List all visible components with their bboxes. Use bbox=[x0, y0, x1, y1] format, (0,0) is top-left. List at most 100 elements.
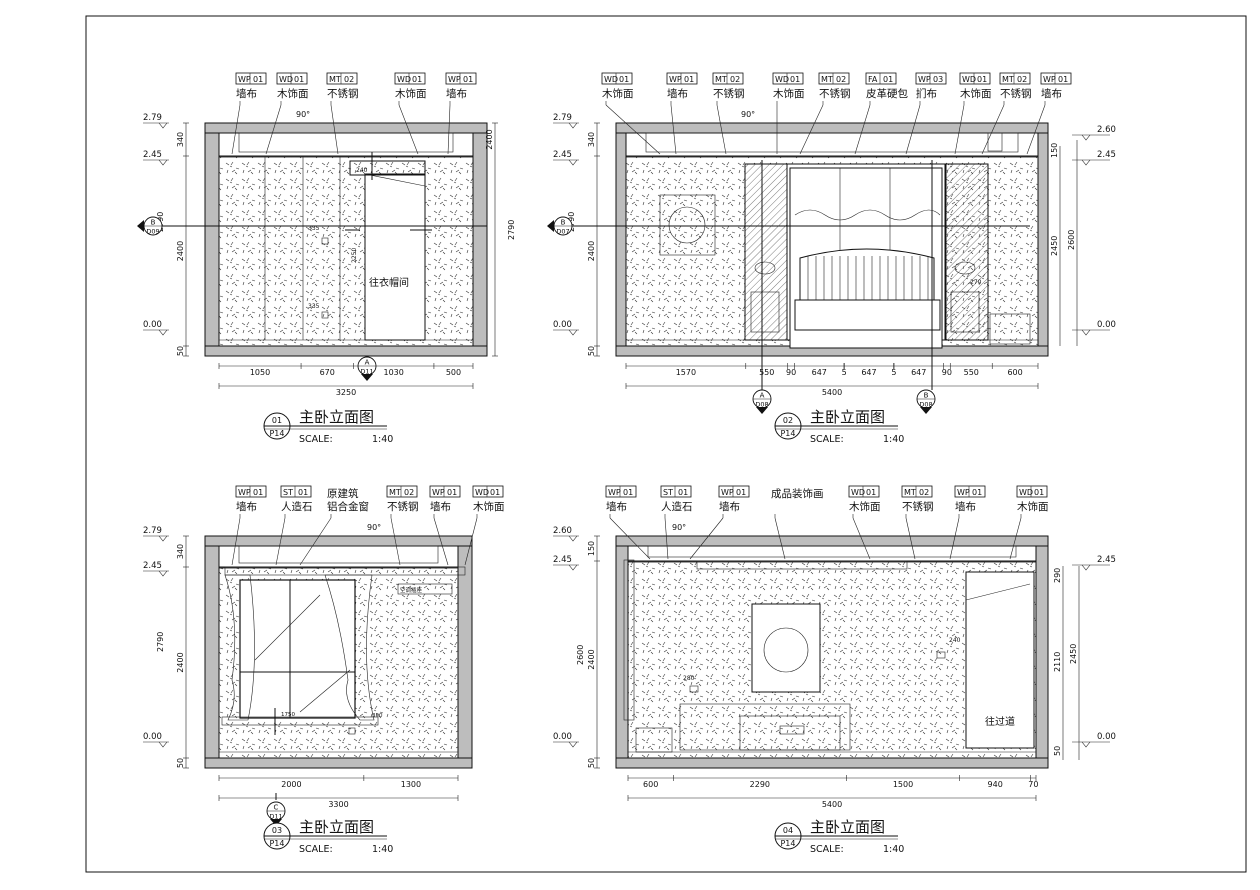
material-label: 墙布 bbox=[606, 500, 627, 513]
material-code: WP bbox=[1043, 75, 1056, 84]
leader-line bbox=[330, 104, 339, 155]
leader-line bbox=[398, 104, 419, 155]
page-number: P14 bbox=[780, 839, 795, 848]
material-code-box bbox=[818, 72, 850, 85]
leader-line bbox=[905, 104, 921, 155]
dimension-value: 2400 bbox=[176, 652, 185, 672]
material-number: 01 bbox=[790, 75, 800, 84]
level-mark: 0.00 bbox=[1072, 732, 1116, 748]
level-triangle bbox=[158, 122, 168, 129]
leader-line bbox=[275, 517, 286, 566]
socket-icon bbox=[321, 311, 329, 319]
wall-finish-panel bbox=[218, 156, 474, 347]
material-code: WP bbox=[608, 488, 621, 497]
material-code-box bbox=[429, 485, 461, 498]
level-mark: 0.00 bbox=[553, 732, 579, 748]
dimension-value: 2450 bbox=[1069, 644, 1078, 664]
level-mark: 2.60 bbox=[1072, 125, 1116, 141]
material-label: 木饰面 bbox=[773, 87, 805, 100]
dimension-value: 670 bbox=[320, 368, 335, 377]
section-arrow bbox=[756, 407, 768, 414]
level-value: 0.00 bbox=[1097, 320, 1116, 330]
drawer-handle bbox=[779, 725, 805, 735]
dimension-value: 1300 bbox=[401, 780, 421, 789]
material-number: 01 bbox=[253, 488, 263, 497]
leader-line bbox=[447, 104, 451, 155]
material-code: MT bbox=[1002, 75, 1014, 84]
right-wall bbox=[1035, 535, 1049, 769]
material-code-box bbox=[660, 485, 692, 498]
level-value: 0.00 bbox=[143, 732, 162, 742]
ceiling-trough bbox=[696, 560, 908, 570]
level-mark: 2.79 bbox=[553, 113, 579, 129]
dimension-value: 2600 bbox=[1067, 230, 1076, 250]
material-code-box bbox=[605, 485, 637, 498]
dimension-value: 2400 bbox=[587, 241, 596, 261]
section-sheet: D08 bbox=[919, 401, 932, 409]
socket-icon bbox=[348, 727, 356, 735]
material-code: WP bbox=[238, 488, 251, 497]
section-letter: B bbox=[924, 392, 929, 400]
material-number: 01 bbox=[1058, 75, 1068, 84]
level-value: 2.60 bbox=[1097, 125, 1116, 135]
material-label: 墙布 bbox=[667, 87, 688, 100]
level-value: 2.45 bbox=[143, 561, 162, 571]
leader-line bbox=[265, 104, 282, 155]
angle-note: 90° bbox=[367, 523, 381, 532]
angle-note: 90° bbox=[672, 523, 686, 532]
window-frame bbox=[239, 579, 356, 719]
level-value: 2.45 bbox=[1097, 555, 1116, 565]
material-label: 木饰面 bbox=[473, 500, 505, 513]
material-label: 不锈钢 bbox=[387, 500, 419, 513]
material-number: 01 bbox=[972, 488, 982, 497]
level-value: 0.00 bbox=[553, 732, 572, 742]
material-code: WD bbox=[1019, 488, 1033, 497]
headboard bbox=[799, 248, 935, 301]
material-label: 人造石 bbox=[661, 500, 693, 513]
glass-reflection bbox=[254, 594, 321, 661]
level-value: 2.45 bbox=[143, 150, 162, 160]
landscape-mural bbox=[794, 209, 941, 221]
dimension-value: 647 bbox=[911, 368, 926, 377]
material-code: WP bbox=[918, 75, 931, 84]
drawing-number: 03 bbox=[272, 826, 282, 835]
page-number: P14 bbox=[269, 429, 284, 438]
leader-line bbox=[689, 517, 724, 560]
material-code: WP bbox=[238, 75, 251, 84]
material-code: MT bbox=[821, 75, 833, 84]
section-arrow bbox=[361, 374, 373, 381]
dimension-value: 70 bbox=[1028, 780, 1038, 789]
material-number: 03 bbox=[933, 75, 943, 84]
dimension-value: 600 bbox=[643, 780, 658, 789]
level-mark: 2.45 bbox=[143, 561, 169, 577]
material-number: 01 bbox=[298, 488, 308, 497]
door-header bbox=[349, 160, 426, 176]
dimension-value: 150 bbox=[587, 541, 596, 556]
dimension-value: 1050 bbox=[250, 368, 270, 377]
material-code: WP bbox=[957, 488, 970, 497]
decorative-painting bbox=[751, 603, 821, 693]
section-arrow bbox=[547, 220, 554, 232]
material-label: 铝合金窗 bbox=[327, 500, 369, 513]
section-arrow bbox=[137, 220, 144, 232]
level-mark: 0.00 bbox=[143, 320, 169, 336]
leader-line bbox=[981, 104, 1005, 155]
door-swing bbox=[965, 583, 1031, 601]
material-number: 01 bbox=[294, 75, 304, 84]
material-code: MT bbox=[715, 75, 727, 84]
dim-note: 240 bbox=[356, 167, 368, 174]
drawing-number: 04 bbox=[783, 826, 793, 835]
leader-line bbox=[609, 517, 651, 560]
dimension-value: 550 bbox=[759, 368, 774, 377]
material-code-box bbox=[235, 485, 267, 498]
